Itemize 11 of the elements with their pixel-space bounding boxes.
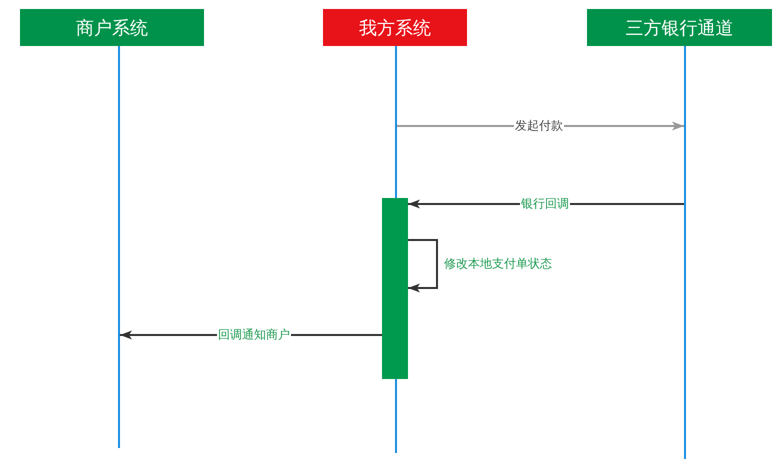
edge-label: 修改本地支付单状态 <box>443 256 553 272</box>
edge-label: 发起付款 <box>514 118 564 134</box>
header-box: 三方银行通道 <box>587 9 772 46</box>
header-box: 我方系统 <box>323 9 467 46</box>
edge-label: 回调通知商户 <box>217 328 291 342</box>
arrow <box>408 239 438 292</box>
edge-label: 银行回调 <box>520 196 570 212</box>
header-box: 商户系统 <box>20 9 204 46</box>
lifeline <box>684 46 686 459</box>
lifeline <box>118 46 120 448</box>
activation-bar <box>382 198 408 379</box>
